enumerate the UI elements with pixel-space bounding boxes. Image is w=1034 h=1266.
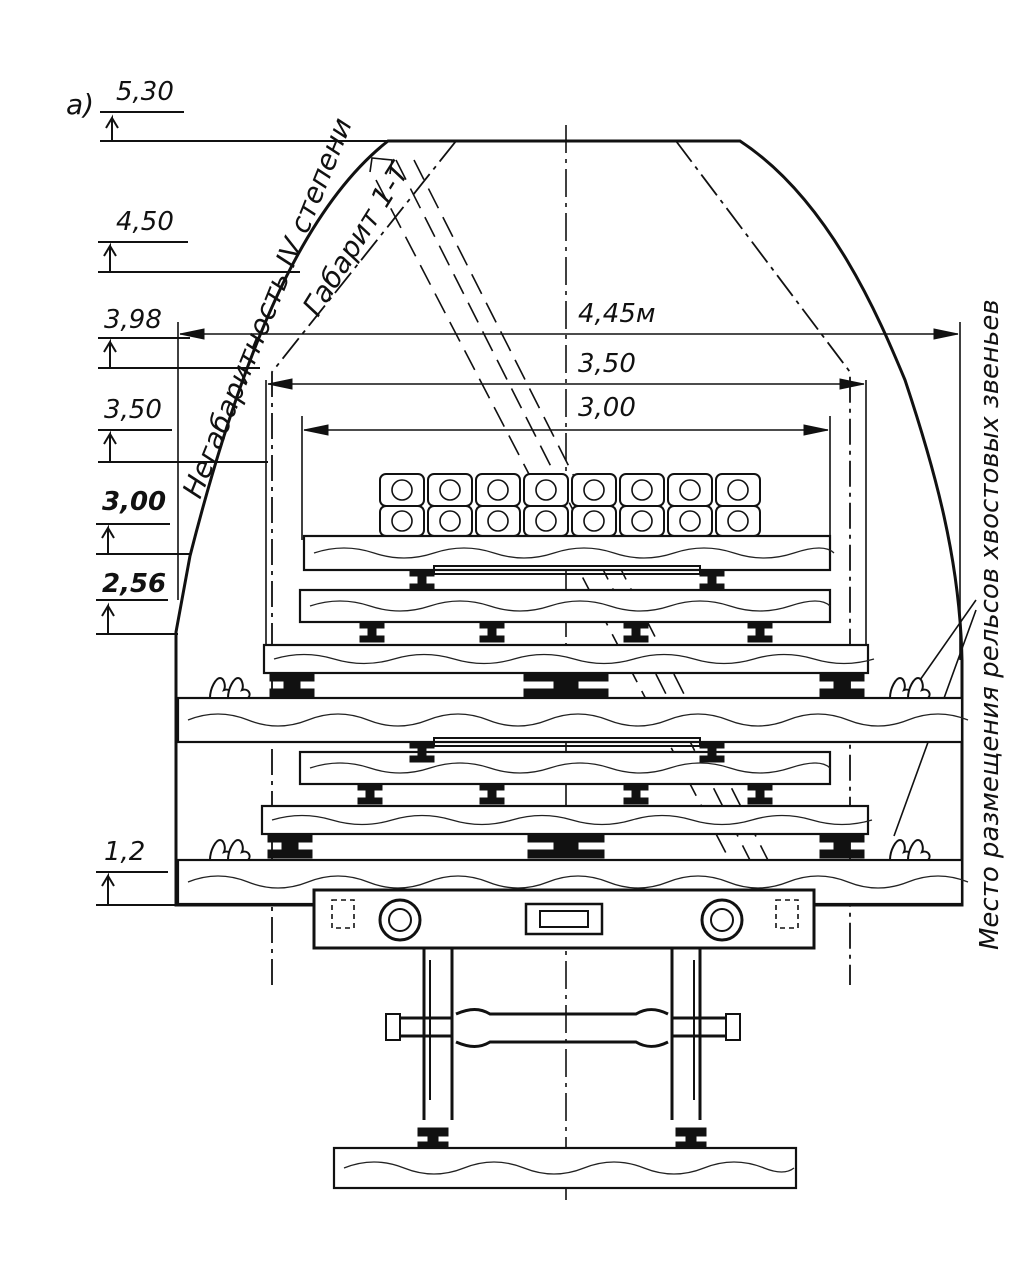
wagon-frame xyxy=(312,888,816,950)
sleeper-3 xyxy=(262,643,870,675)
level-markers: 5,30 4,50 3,98 3,50 3,00 2,56 1,2 xyxy=(96,77,390,906)
level-3-50: 3,50 xyxy=(98,395,268,463)
level-3-98: 3,98 xyxy=(98,305,260,369)
level-3-00-label: 3,00 xyxy=(102,487,166,517)
level-2-56: 2,56 xyxy=(96,569,178,635)
level-4-50: 4,50 xyxy=(98,207,300,273)
dimension-inner-label: 3,00 xyxy=(578,393,636,423)
sleeper-top xyxy=(302,534,832,572)
wheelset xyxy=(332,948,798,1190)
panel-label: а) xyxy=(66,88,94,121)
level-5-30-label: 5,30 xyxy=(116,77,174,107)
dimension-middle: 3,50 xyxy=(265,349,867,650)
fastening-bundles xyxy=(379,473,761,537)
sleeper-6 xyxy=(260,804,870,836)
gauge-1t-outline xyxy=(271,140,851,985)
level-5-30: 5,30 xyxy=(100,77,390,142)
level-4-50-label: 4,50 xyxy=(116,207,174,237)
level-2-56-label: 2,56 xyxy=(102,569,166,599)
sleeper-2 xyxy=(298,588,832,624)
level-1-2-label: 1,2 xyxy=(104,837,145,867)
dimension-inner: 3,00 xyxy=(301,393,831,540)
sleeper-5 xyxy=(298,750,832,786)
level-3-98-label: 3,98 xyxy=(104,305,162,335)
level-3-00: 3,00 xyxy=(96,487,190,555)
oversize-outline xyxy=(174,139,964,907)
rail-profiles xyxy=(208,565,931,861)
dimension-outer: 4,45м xyxy=(177,299,961,660)
level-1-2: 1,2 xyxy=(96,837,178,906)
dimension-middle-label: 3,50 xyxy=(578,349,636,379)
track-sleeper xyxy=(332,1146,798,1190)
dimension-outer-label: 4,45м xyxy=(578,299,656,329)
sleeper-4 xyxy=(176,696,964,744)
level-3-50-label: 3,50 xyxy=(104,395,162,425)
rail-placement-label: Место размещения рельсов хвостовых звень… xyxy=(975,299,1005,950)
